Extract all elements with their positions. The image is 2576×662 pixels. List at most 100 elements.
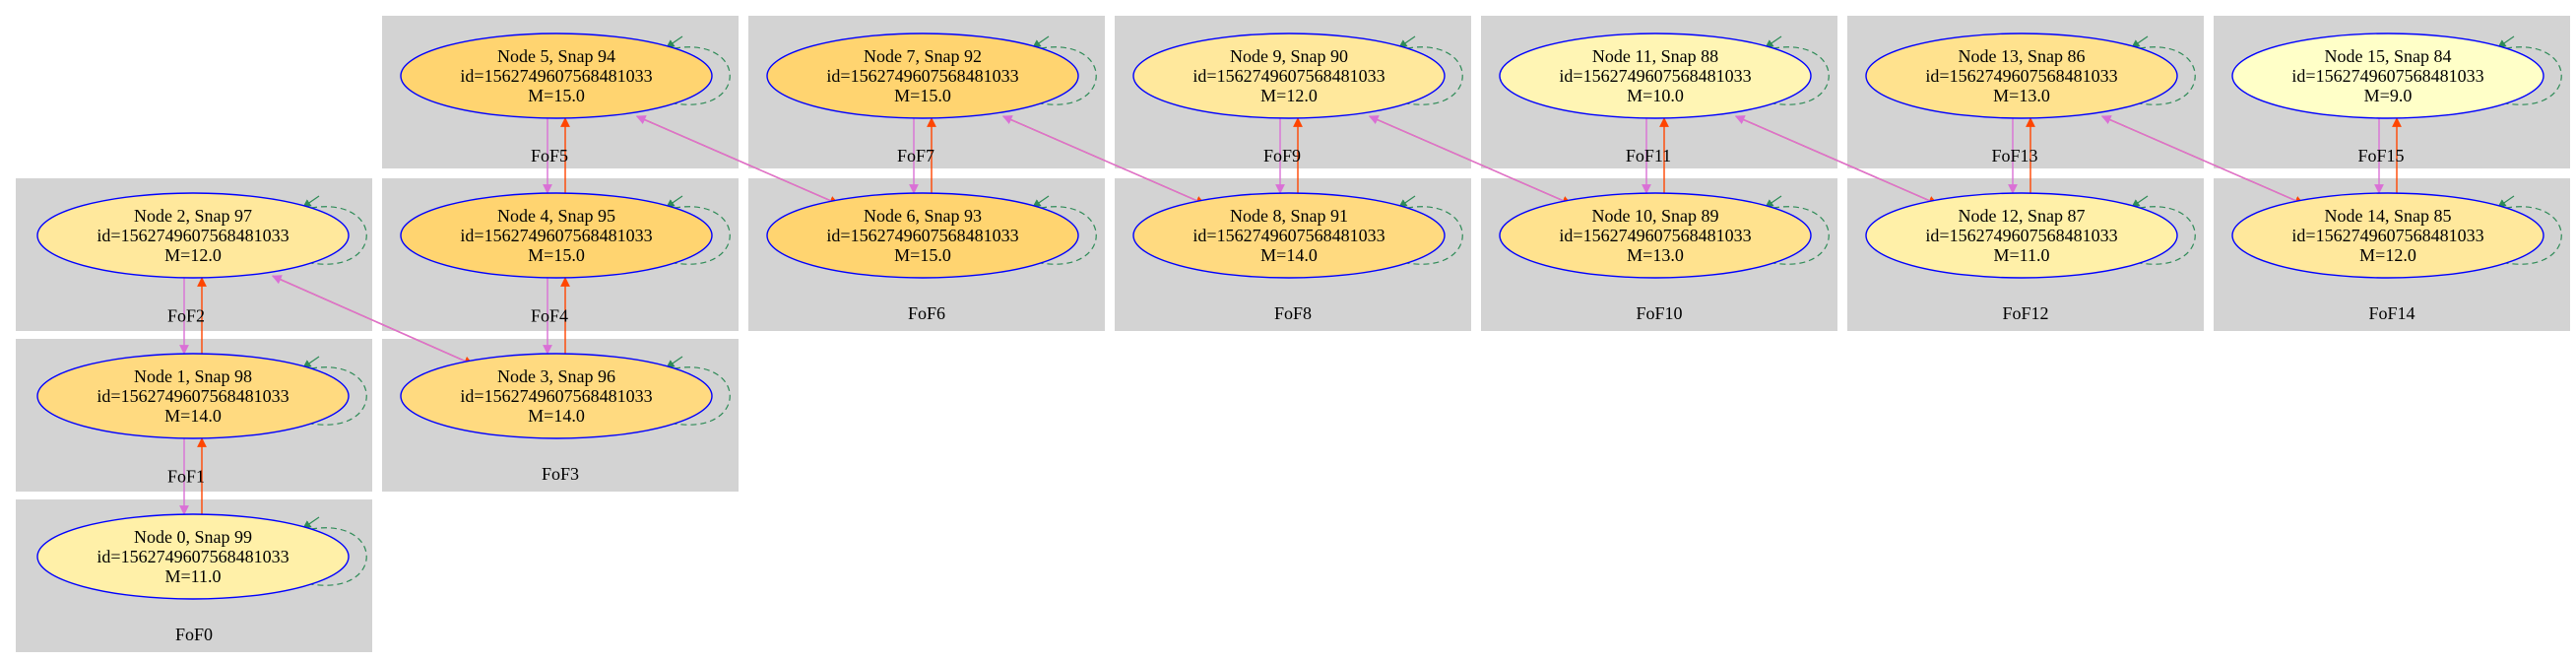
node-line1: Node 1, Snap 98 [134, 366, 252, 386]
node-line3: M=12.0 [164, 245, 222, 265]
node-ellipse[interactable] [1499, 33, 1812, 119]
node-line3: M=12.0 [1260, 86, 1318, 105]
node-n1[interactable]: Node 1, Snap 98id=1562749607568481033M=1… [36, 353, 367, 439]
node-n12[interactable]: Node 12, Snap 87id=1562749607568481033M=… [1865, 192, 2196, 279]
node-n3[interactable]: Node 3, Snap 96id=1562749607568481033M=1… [400, 353, 731, 439]
node-line1: Node 3, Snap 96 [497, 366, 615, 386]
node-ellipse[interactable] [1865, 33, 2178, 119]
self-loop-edge [310, 527, 367, 586]
node-ellipse[interactable] [1865, 192, 2178, 279]
self-loop-edge [674, 206, 731, 265]
node-ellipse[interactable] [400, 33, 713, 119]
edge-n14-n13 [2100, 115, 2304, 205]
node-line3: M=9.0 [2364, 86, 2413, 105]
self-loop-arrowhead [2497, 35, 2515, 48]
edge-n8-n7 [1001, 115, 1205, 205]
node-ellipse[interactable] [36, 513, 350, 600]
edge-line [1001, 115, 1205, 205]
node-ellipse[interactable] [2231, 33, 2544, 119]
self-loop-arrowhead [2131, 195, 2149, 208]
edge-label: FoF11 [1626, 146, 1671, 166]
node-line3: M=12.0 [2359, 245, 2416, 265]
node-line2: id=1562749607568481033 [97, 386, 289, 406]
node-line1: Node 13, Snap 86 [1959, 46, 2086, 66]
node-ellipse[interactable] [400, 192, 713, 279]
node-line2: id=1562749607568481033 [826, 226, 1018, 245]
node-ellipse[interactable] [1132, 192, 1446, 279]
node-ellipse[interactable] [400, 353, 713, 439]
node-ellipse[interactable] [36, 353, 350, 439]
node-ellipse[interactable] [36, 192, 350, 279]
node-n7[interactable]: Node 7, Snap 92id=1562749607568481033M=1… [766, 33, 1097, 119]
self-loop-edge [2505, 46, 2562, 105]
node-line1: Node 15, Snap 84 [2325, 46, 2452, 66]
node-n15[interactable]: Node 15, Snap 84id=1562749607568481033M=… [2231, 33, 2562, 119]
node-line3: M=11.0 [1994, 245, 2050, 265]
edge-label: FoF9 [1263, 146, 1301, 166]
node-line2: id=1562749607568481033 [1192, 66, 1385, 86]
self-loop-edge [1772, 206, 1830, 265]
cluster-label: FoF0 [175, 625, 213, 644]
node-ellipse[interactable] [766, 192, 1079, 279]
self-loop-edge [674, 366, 731, 426]
edge-line [271, 275, 474, 365]
node-line3: M=15.0 [528, 86, 585, 105]
self-loop-arrowhead [666, 35, 683, 48]
node-n5[interactable]: Node 5, Snap 94id=1562749607568481033M=1… [400, 33, 731, 119]
node-n14[interactable]: Node 14, Snap 85id=1562749607568481033M=… [2231, 192, 2562, 279]
edge-label: FoF7 [897, 146, 934, 166]
edge-n7-n6: FoF7 [897, 118, 934, 194]
node-line3: M=11.0 [165, 566, 222, 586]
edge-n11-n10: FoF11 [1626, 118, 1671, 194]
edge-line [2100, 115, 2304, 205]
node-ellipse[interactable] [1132, 33, 1446, 119]
edge-n10-n9 [1368, 115, 1572, 205]
node-line1: Node 10, Snap 89 [1592, 206, 1719, 226]
cluster-label: FoF14 [2368, 303, 2415, 323]
node-n9[interactable]: Node 9, Snap 90id=1562749607568481033M=1… [1132, 33, 1463, 119]
self-loop-edge [1406, 206, 1463, 265]
self-loop-arrowhead [1765, 195, 1782, 208]
node-line2: id=1562749607568481033 [460, 66, 652, 86]
node-n2[interactable]: Node 2, Snap 97id=1562749607568481033M=1… [36, 192, 367, 279]
node-line1: Node 8, Snap 91 [1230, 206, 1348, 226]
node-ellipse[interactable] [2231, 192, 2544, 279]
self-loop-edge [1772, 46, 1830, 105]
edge-label: FoF2 [167, 306, 205, 326]
edge-label: FoF13 [1991, 146, 2037, 166]
edge-n13-n12: FoF13 [1991, 118, 2038, 194]
node-ellipse[interactable] [766, 33, 1079, 119]
node-n11[interactable]: Node 11, Snap 88id=1562749607568481033M=… [1499, 33, 1830, 119]
node-n4[interactable]: Node 4, Snap 95id=1562749607568481033M=1… [400, 192, 731, 279]
self-loop-edge [310, 366, 367, 426]
edge-n15-n14: FoF15 [2357, 118, 2405, 194]
self-loop-edge [2139, 46, 2196, 105]
self-loop-edge [674, 46, 731, 105]
cluster-label: FoF6 [908, 303, 945, 323]
edge-n1-n0: FoF1 [167, 438, 205, 515]
self-loop-edge [2505, 206, 2562, 265]
node-line1: Node 5, Snap 94 [497, 46, 615, 66]
edge-n5-n4: FoF5 [531, 118, 568, 194]
node-n0[interactable]: Node 0, Snap 99id=1562749607568481033M=1… [36, 513, 367, 600]
self-loop-arrowhead [302, 356, 320, 368]
edge-line [635, 115, 839, 205]
self-loop-edge [2139, 206, 2196, 265]
node-line1: Node 4, Snap 95 [497, 206, 615, 226]
node-line2: id=1562749607568481033 [2291, 226, 2483, 245]
node-n10[interactable]: Node 10, Snap 89id=1562749607568481033M=… [1499, 192, 1830, 279]
node-n13[interactable]: Node 13, Snap 86id=1562749607568481033M=… [1865, 33, 2196, 119]
node-ellipse[interactable] [1499, 192, 1812, 279]
node-line2: id=1562749607568481033 [97, 226, 289, 245]
edge-n4-n3: FoF4 [531, 278, 568, 355]
node-line2: id=1562749607568481033 [826, 66, 1018, 86]
node-n6[interactable]: Node 6, Snap 93id=1562749607568481033M=1… [766, 192, 1097, 279]
cluster-label: FoF10 [1636, 303, 1682, 323]
self-loop-arrowhead [302, 516, 320, 529]
node-line3: M=14.0 [528, 406, 585, 426]
node-line2: id=1562749607568481033 [97, 547, 289, 566]
node-line3: M=15.0 [528, 245, 585, 265]
node-n8[interactable]: Node 8, Snap 91id=1562749607568481033M=1… [1132, 192, 1463, 279]
node-line2: id=1562749607568481033 [1559, 226, 1751, 245]
node-line1: Node 14, Snap 85 [2325, 206, 2452, 226]
